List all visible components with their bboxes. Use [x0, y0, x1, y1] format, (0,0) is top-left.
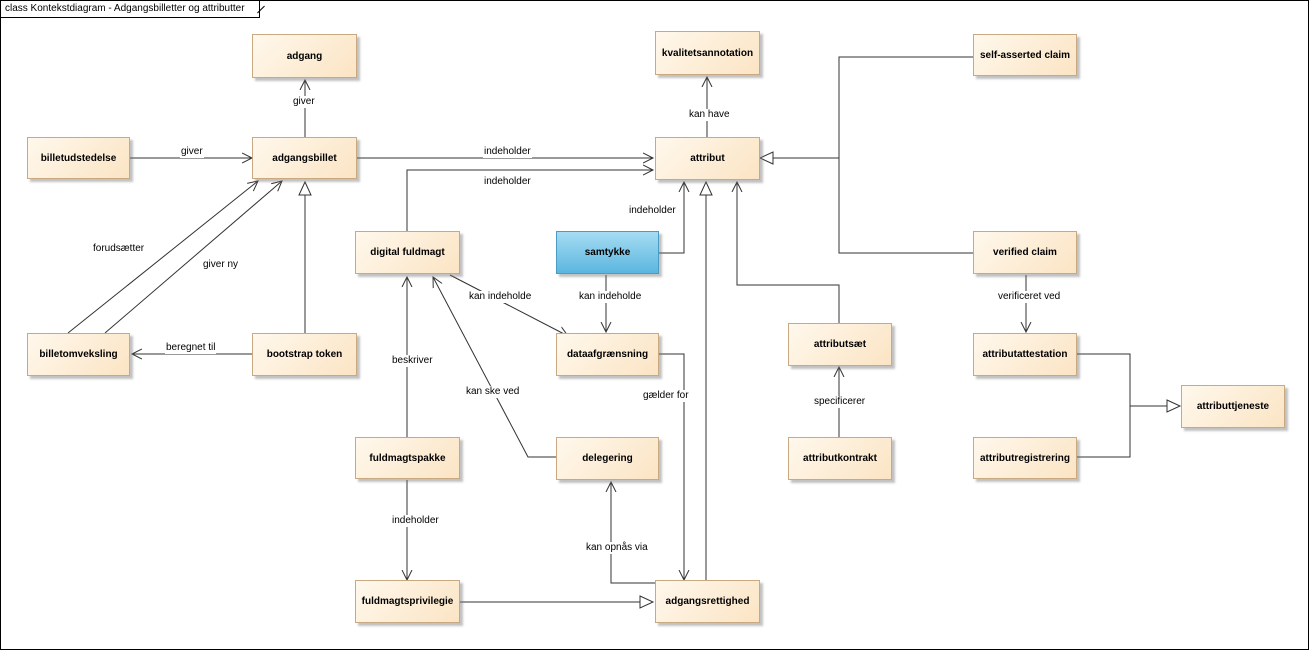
class-attributsaet-label: attributsæt [813, 339, 867, 350]
class-self-asserted-claim-label: self-asserted claim [979, 49, 1071, 61]
class-billetomveksling-label: billetomveksling [39, 349, 118, 360]
class-attributregistrering[interactable]: attributregistrering [973, 437, 1077, 479]
class-attributkontrakt[interactable]: attributkontrakt [788, 437, 892, 480]
label-kan-indeholde-fuldmagt: kan indeholde [468, 291, 533, 303]
class-adgangsbillet-label: adgangsbillet [272, 152, 337, 164]
label-kan-opnaas-via: kan opnås via [585, 542, 649, 554]
edge-gen-registrering [1077, 406, 1131, 458]
label-giver-ny: giver ny [202, 259, 240, 271]
edge-gen-attestation [1077, 353, 1182, 413]
label-giver-billet: giver [180, 146, 204, 158]
label-kan-ske-ved: kan ske ved [465, 386, 521, 398]
label-beskriver: beskriver [391, 355, 434, 367]
label-kan-indeholde-samtykke: kan indeholde [578, 291, 643, 303]
edge-indeholder-samtykke [659, 182, 684, 254]
label-forudsaetter: forudsætter [92, 243, 146, 255]
class-samtykke[interactable]: samtykke [556, 231, 659, 274]
edge-kan-indeholde-fuldmagt [449, 274, 568, 336]
edge-forudsaetter [67, 181, 258, 334]
class-billetomveksling[interactable]: billetomveksling [27, 333, 130, 376]
class-attributsaet[interactable]: attributsæt [788, 323, 892, 366]
label-verificeret-ved: verificeret ved [997, 291, 1062, 303]
class-adgangsrettighed-label: adgangsrettighed [665, 596, 750, 607]
edge-kan-ske-ved [433, 277, 556, 458]
class-attributtjeneste[interactable]: attributtjeneste [1181, 385, 1285, 428]
class-attribut-label: attribut [690, 153, 725, 164]
class-adgang-label: adgang [286, 50, 323, 62]
class-delegering[interactable]: delegering [556, 437, 659, 480]
class-delegering-label: delegering [582, 453, 633, 464]
class-samtykke-label: samtykke [584, 247, 631, 258]
edge-attributsaet [737, 182, 840, 323]
class-bootstrap-token-label: bootstrap token [266, 349, 343, 360]
edge-indeholder-fuldmagt [406, 170, 653, 231]
label-indeholder-pakke: indeholder [391, 515, 440, 527]
class-fuldmagtspakke-label: fuldmagtspakke [369, 452, 446, 464]
class-dataafgraensning-label: dataafgrænsning [566, 349, 649, 360]
class-digital-fuldmagt-label: digital fuldmagt [370, 247, 445, 258]
label-indeholder-fuldmagt: indeholder [483, 176, 532, 188]
class-digital-fuldmagt[interactable]: digital fuldmagt [355, 231, 460, 274]
class-attributkontrakt-label: attributkontrakt [803, 453, 877, 464]
label-specificerer: specificerer [813, 396, 867, 408]
class-billetudstedelse-label: billetudstedelse [40, 152, 117, 164]
class-dataafgraensning[interactable]: dataafgrænsning [556, 333, 659, 376]
class-attributattestation[interactable]: attributattestation [973, 333, 1077, 376]
class-bootstrap-token[interactable]: bootstrap token [252, 333, 357, 376]
class-attribut[interactable]: attribut [655, 137, 760, 180]
class-attributattestation-label: attributattestation [982, 349, 1068, 360]
edge-kan-opnaas-via [611, 482, 655, 584]
class-verified-claim-label: verified claim [993, 247, 1057, 258]
label-beregnet-til: beregnet til [165, 342, 217, 354]
label-indeholder-samtykke: indeholder [628, 205, 677, 217]
class-attributregistrering-label: attributregistrering [979, 452, 1070, 464]
class-fuldmagtspakke[interactable]: fuldmagtspakke [355, 437, 460, 479]
class-adgangsbillet[interactable]: adgangsbillet [252, 137, 357, 179]
class-attributtjeneste-label: attributtjeneste [1196, 401, 1270, 412]
class-self-asserted-claim[interactable]: self-asserted claim [973, 34, 1077, 76]
class-adgang[interactable]: adgang [252, 34, 357, 78]
class-verified-claim[interactable]: verified claim [973, 231, 1077, 274]
edge-giver-ny [104, 181, 282, 334]
label-indeholder-billet: indeholder [483, 146, 532, 158]
class-kvalitetsannotation[interactable]: kvalitetsannotation [655, 31, 760, 75]
class-billetudstedelse[interactable]: billetudstedelse [27, 137, 130, 179]
class-adgangsrettighed[interactable]: adgangsrettighed [655, 580, 760, 623]
edge-gen-verified [838, 158, 973, 254]
label-giver-adgang: giver [292, 96, 316, 108]
label-kan-have: kan have [688, 109, 731, 121]
label-gaelder-for: gælder for [642, 390, 690, 402]
edge-gaelder-for [659, 353, 684, 580]
edge-gen-self-asserted [758, 56, 973, 165]
class-fuldmagtsprivilegie-label: fuldmagtsprivilegie [361, 596, 454, 607]
class-kvalitetsannotation-label: kvalitetsannotation [661, 47, 754, 59]
class-fuldmagtsprivilegie[interactable]: fuldmagtsprivilegie [355, 580, 460, 623]
diagram-title: class Kontekstdiagram - Adgangsbilletter… [1, 1, 260, 18]
